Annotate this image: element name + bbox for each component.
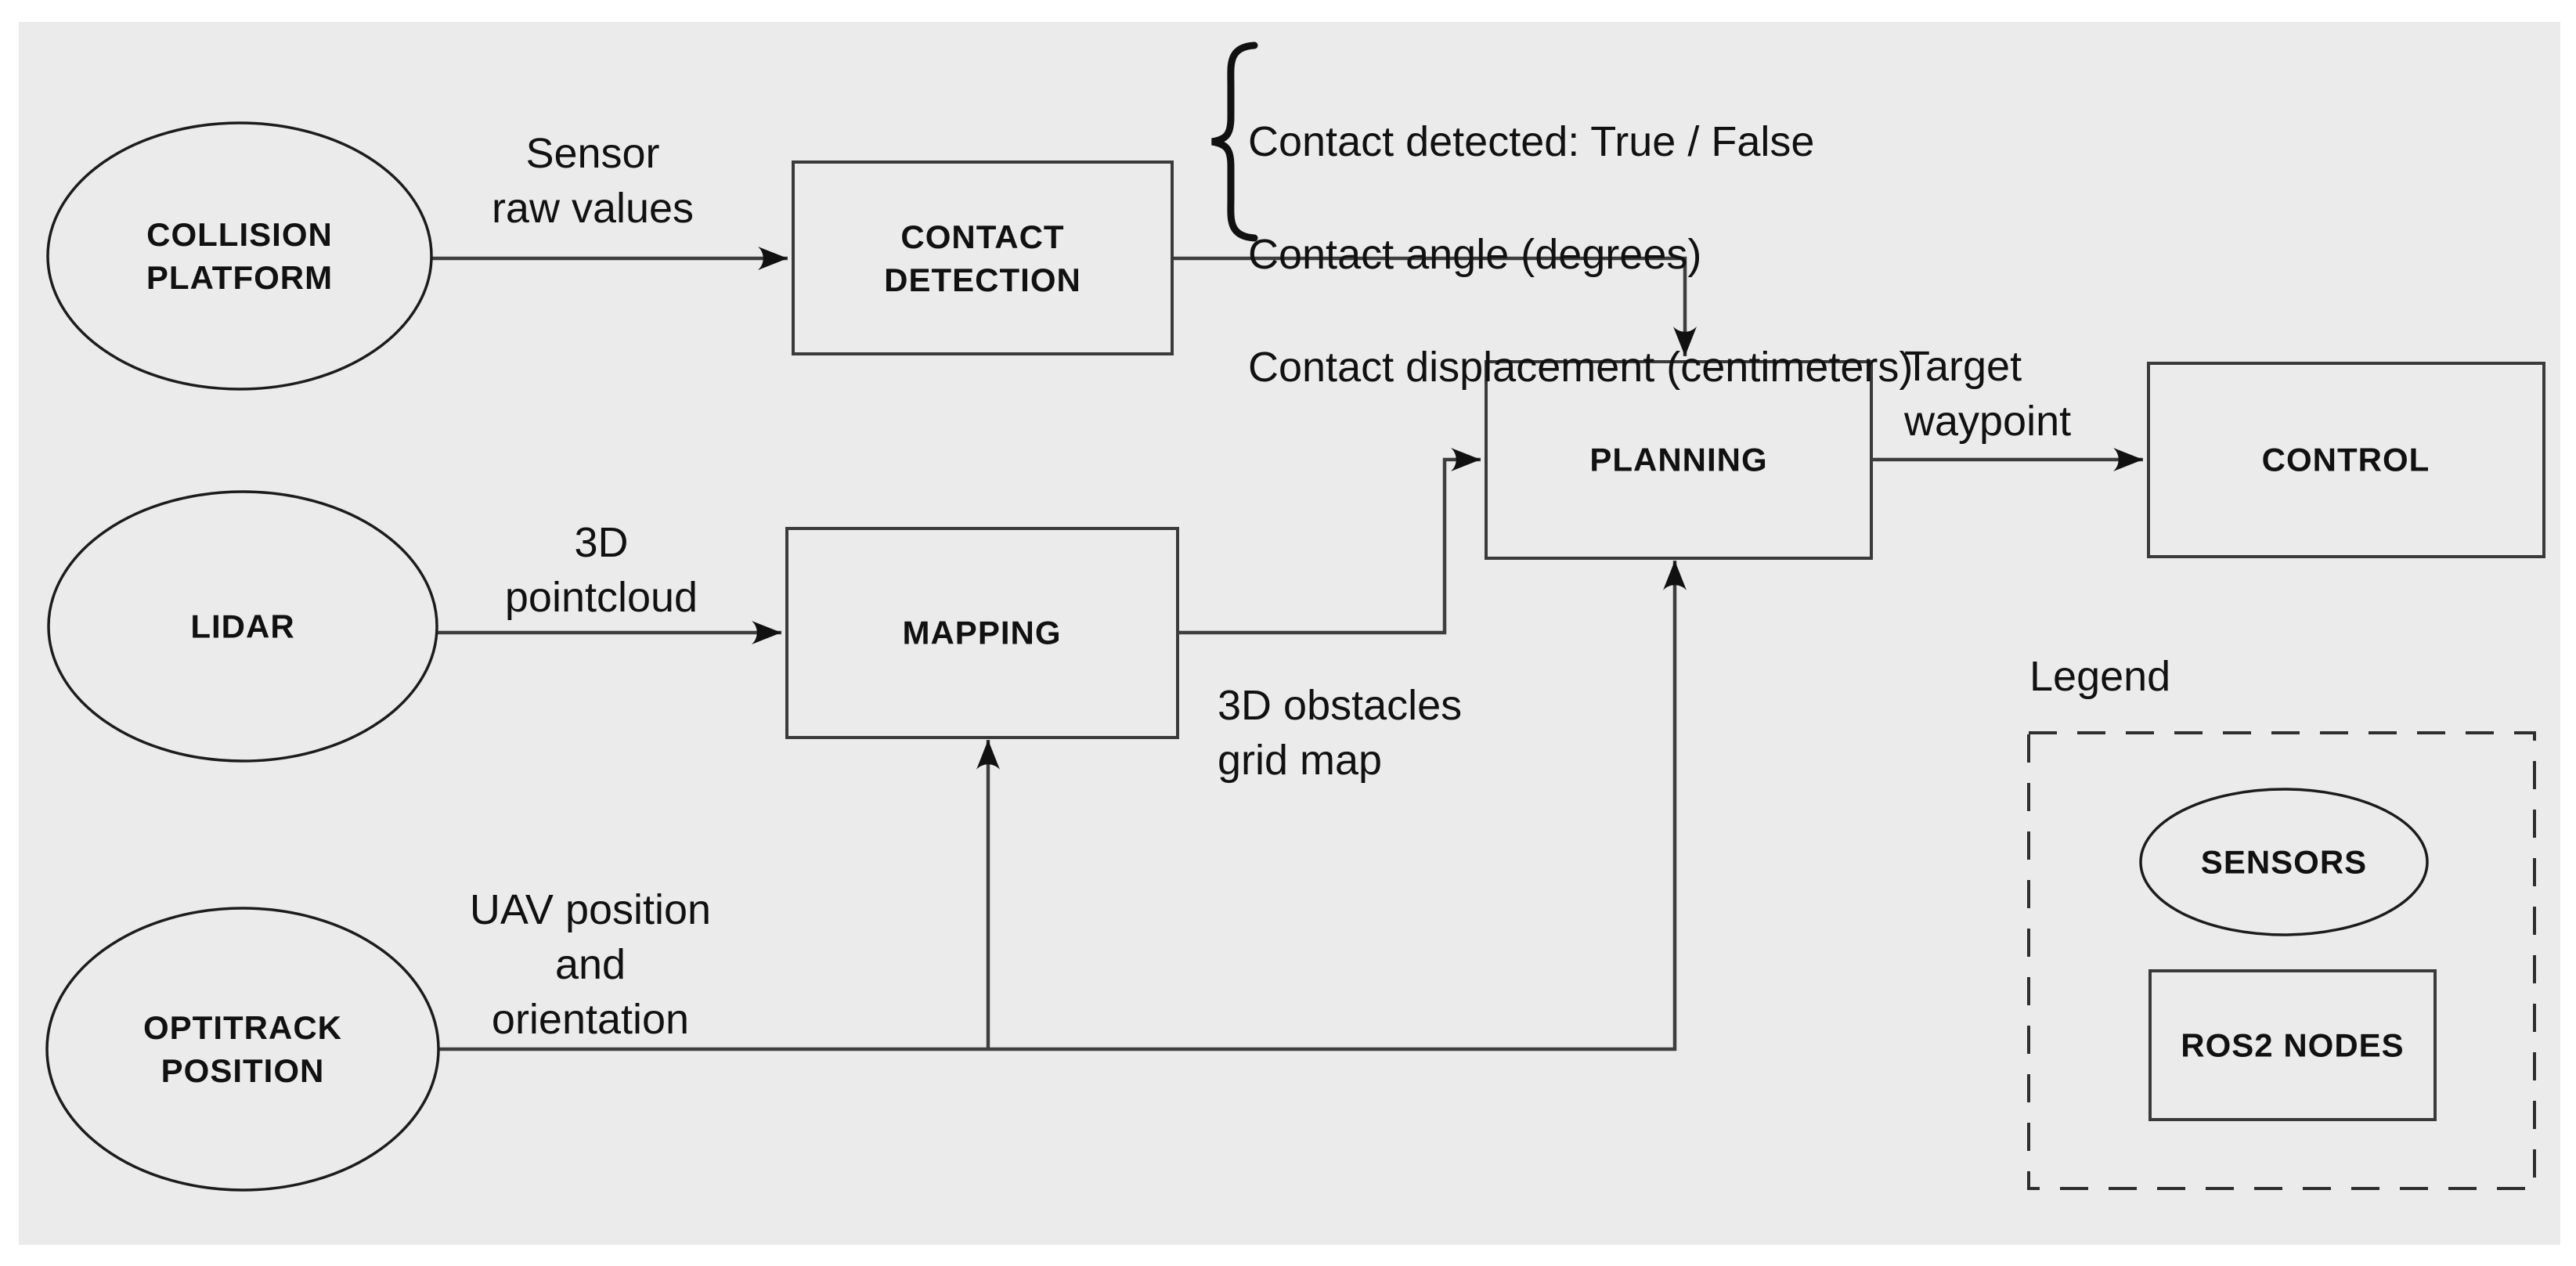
planning-label: PLANNING: [1589, 441, 1768, 478]
lidar-node: [47, 490, 438, 763]
edge-optitrack-to-planning: [438, 561, 1687, 1051]
control-label: CONTROL: [2261, 441, 2430, 478]
obstacles-grid-label: 3D obstacles grid map: [1218, 682, 1463, 784]
legend-ros2-nodes-label: ROS2 NODES: [2181, 1026, 2405, 1064]
contact-outputs-list: Contact detected: True / False Contact a…: [1248, 57, 1913, 452]
planning-node: [1485, 360, 1873, 560]
legend-title: Legend: [2029, 653, 2171, 700]
edge-mapping-to-planning: [1178, 448, 1481, 635]
legend-sensors-shape: [2139, 788, 2429, 936]
contact-output-detected: Contact detected: True / False: [1248, 118, 1815, 165]
contact-outputs-brace: [1211, 41, 1258, 242]
legend-ros2-nodes-shape: [2148, 969, 2437, 1121]
uav-pose-label: UAV position and orientation: [469, 886, 712, 1043]
contact-output-angle: Contact angle (degrees): [1248, 231, 1702, 278]
mapping-node: [785, 527, 1179, 739]
edge-contact-to-planning: [1172, 256, 1697, 356]
contact-detection-label: CONTACT DETECTION: [884, 218, 1081, 298]
collision-platform-label: COLLISION PLATFORM: [146, 216, 334, 296]
lidar-label: LIDAR: [190, 608, 295, 645]
legend-box: [2027, 731, 2536, 1190]
optitrack-position-node: [45, 907, 440, 1192]
contact-detection-node: [792, 161, 1174, 355]
pointcloud-label: 3D pointcloud: [504, 519, 698, 621]
legend-sensors-label: SENSORS: [2200, 843, 2368, 881]
optitrack-position-label: OPTITRACK POSITION: [143, 1009, 342, 1089]
sensor-raw-values-label: Sensor raw values: [491, 130, 695, 232]
mapping-label: MAPPING: [902, 614, 1062, 651]
collision-platform-node: [46, 121, 433, 391]
target-waypoint-label: Target waypoint: [1904, 343, 2072, 445]
control-node: [2147, 362, 2545, 558]
contact-output-displacement: Contact displacement (centimeters): [1248, 344, 1914, 391]
